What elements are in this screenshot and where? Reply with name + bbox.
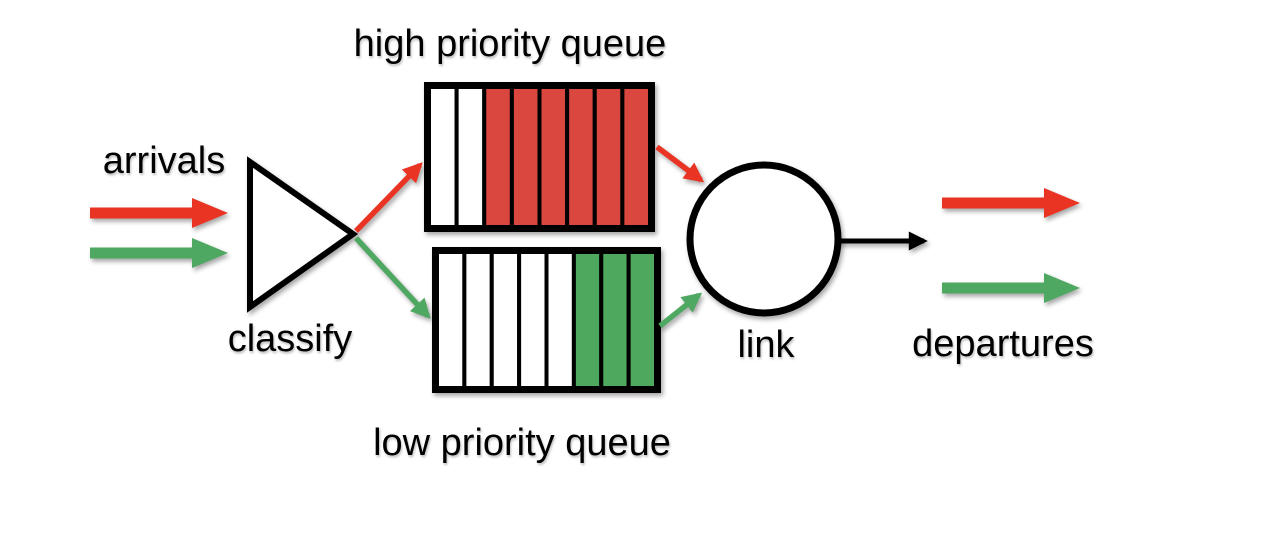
classify-to-low-queue-arrow xyxy=(353,236,431,319)
departure-flow-high-arrow xyxy=(942,188,1080,218)
arrival-flow-high-arrow xyxy=(90,198,228,228)
queue-slot-occupied xyxy=(571,250,604,390)
queue-slot-occupied xyxy=(509,85,542,229)
queue-slot-empty xyxy=(454,85,487,229)
classify-to-high-queue-arrow xyxy=(354,162,423,233)
link-label: link xyxy=(737,324,795,366)
link-node xyxy=(686,161,842,317)
low-priority-queue xyxy=(432,247,661,393)
low-priority-queue-label: low priority queue xyxy=(373,422,671,464)
queue-slot-empty xyxy=(462,250,494,390)
queue-slot-empty xyxy=(517,250,549,390)
queue-slot-occupied xyxy=(537,85,570,229)
queue-slot-empty xyxy=(435,250,467,390)
high-priority-queue xyxy=(424,82,655,232)
arrivals-label: arrivals xyxy=(103,140,225,182)
queue-slot-occupied xyxy=(565,85,597,229)
low-queue-to-link-arrow xyxy=(658,292,703,329)
queue-slot-occupied xyxy=(626,250,658,390)
queue-slot-occupied xyxy=(482,85,514,229)
high-queue-to-link-arrow xyxy=(655,144,705,183)
queue-slot-occupied xyxy=(620,85,652,229)
high-priority-queue-label: high priority queue xyxy=(354,23,667,65)
queue-slot-empty xyxy=(427,85,459,229)
departures-label: departures xyxy=(912,323,1094,365)
queue-slot-empty xyxy=(544,250,576,390)
queue-slot-occupied xyxy=(592,85,625,229)
queue-slot-empty xyxy=(489,250,522,390)
arrival-flow-low-arrow xyxy=(90,238,228,268)
queue-slot-occupied xyxy=(599,250,631,390)
departure-flow-low-arrow xyxy=(942,273,1080,303)
classifier-node xyxy=(247,156,359,313)
classify-label: classify xyxy=(228,318,353,360)
